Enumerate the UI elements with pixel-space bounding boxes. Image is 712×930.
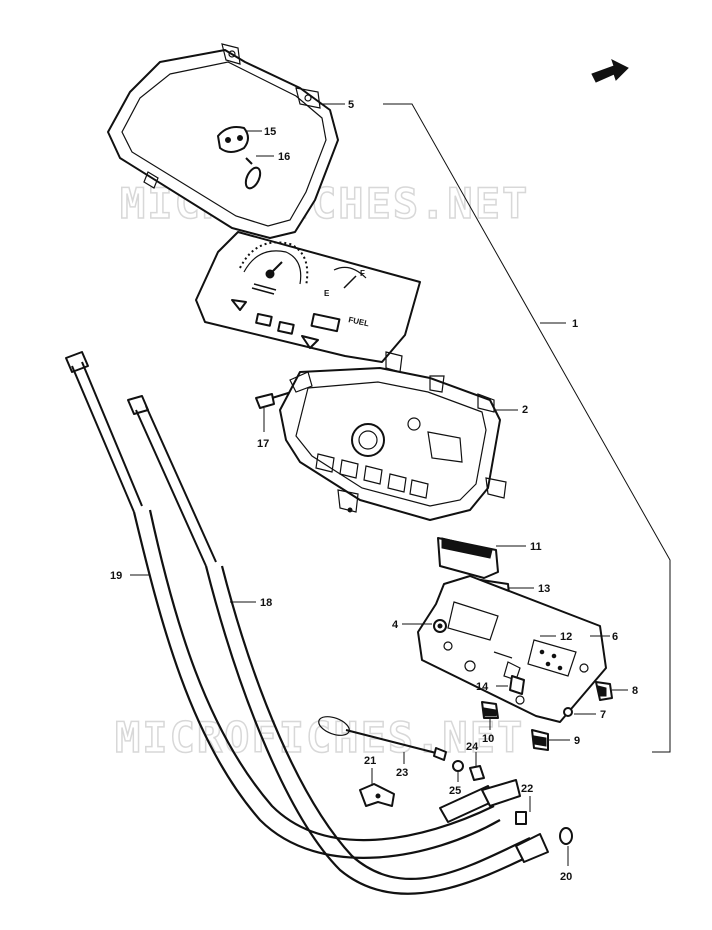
leader-lines: [130, 103, 671, 866]
callout-2-label: 2: [522, 404, 528, 416]
tachometer-cable-part-18: [127, 395, 549, 895]
callout-10-label: 10: [482, 733, 494, 745]
callout-4-label: 4: [392, 619, 399, 631]
meter-case-part-5: [107, 43, 339, 239]
ring-part-20: [559, 827, 573, 845]
nut-part-4: [433, 619, 447, 633]
callout-11-label: 11: [530, 541, 542, 553]
socket-part-14: [509, 675, 525, 695]
bolt-part-22: [515, 811, 527, 825]
callout-17-label: 17: [257, 438, 269, 450]
fuel-full-mark: F: [360, 269, 365, 278]
circuit-board-part-6: [417, 575, 607, 723]
callout-21-label: 21: [364, 755, 376, 767]
bulb-part-9: [531, 729, 549, 751]
cap-part-10: [481, 701, 499, 719]
meter-housing-part-2: [279, 351, 507, 521]
callout-14-label: 14: [476, 681, 489, 693]
callout-15-label: 15: [264, 126, 276, 138]
grommet-part-15: [217, 126, 249, 153]
fuel-label: FUEL: [348, 315, 370, 328]
callout-5-label: 5: [348, 99, 354, 111]
callout-20-label: 20: [560, 871, 572, 883]
wire-part-23: [318, 716, 447, 761]
callout-9-label: 9: [574, 735, 580, 747]
bulb-part-7: [563, 707, 573, 717]
callout-7-label: 7: [600, 709, 606, 721]
fuel-empty-mark: E: [324, 289, 330, 298]
callout-24-label: 24: [466, 741, 479, 753]
callout-22-label: 22: [521, 783, 533, 795]
callout-16-label: 16: [278, 151, 290, 163]
callout-6-label: 6: [612, 631, 618, 643]
meter-dial-face: F E FUEL: [195, 231, 421, 363]
callout-19-label: 19: [110, 570, 122, 582]
bulb-socket-part-16: [244, 157, 262, 190]
bolt-part-24: [469, 765, 485, 781]
callout-23-label: 23: [396, 767, 408, 779]
bulb-part-8: [595, 681, 613, 701]
switch-part-11: [437, 537, 499, 579]
callout-12-label: 12: [560, 631, 572, 643]
callout-25-label: 25: [449, 785, 461, 797]
clamp-part-21: [359, 783, 395, 807]
front-arrow-icon: [591, 59, 629, 83]
callout-18-label: 18: [260, 597, 272, 609]
callout-1-label: 1: [572, 318, 578, 330]
washer-part-25: [452, 760, 464, 772]
callout-8-label: 8: [632, 685, 638, 697]
speedometer-cable-part-19: [65, 351, 521, 859]
callout-13-label: 13: [538, 583, 550, 595]
